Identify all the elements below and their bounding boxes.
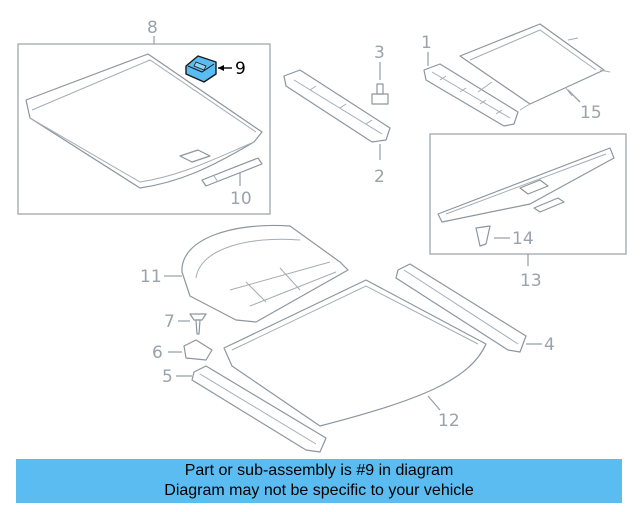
part-6-clip [183,339,213,361]
callout-8: 8 [147,18,158,38]
part-14-clip [475,225,491,247]
banner-line-2: Diagram may not be specific to your vehi… [164,482,474,499]
callout-10: 10 [230,189,252,209]
part-11-tray [181,224,349,323]
callout-1: 1 [421,33,432,53]
callout-9: 9 [235,59,246,79]
part-7-screw [189,313,207,335]
callout-13: 13 [520,271,542,291]
part-10-strap [201,157,263,187]
callout-7: 7 [164,312,175,332]
part-5-rail [191,365,327,453]
callout-4: 4 [544,335,555,355]
part-3-bolt [371,83,389,105]
callout-5: 5 [162,367,173,387]
callout-3: 3 [374,43,385,63]
callout-12: 12 [438,411,460,431]
part-9-clip [185,55,217,83]
info-banner: Part or sub-assembly is #9 in diagram Di… [16,459,622,503]
callout-15: 15 [580,103,602,123]
callout-14: 14 [512,229,534,249]
callout-6: 6 [152,343,163,363]
part-1-rail [423,63,519,127]
part-13-trim [437,147,615,223]
part-15-screen [459,23,611,111]
part-12-mat [223,279,487,427]
callout-11: 11 [140,267,162,287]
part-8-floor-board [25,53,263,189]
banner-line-1: Part or sub-assembly is #9 in diagram [184,462,454,479]
part-2-bracket [283,69,391,143]
callout-2: 2 [374,167,385,187]
box-8 [17,43,271,215]
part-4-rail [395,263,527,353]
